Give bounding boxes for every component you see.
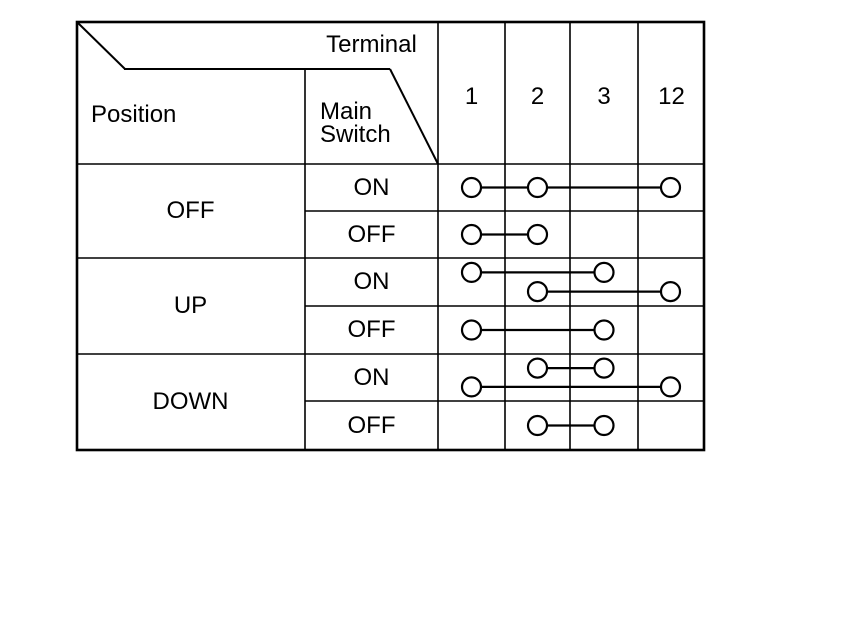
main-switch-header-label: Main Switch — [320, 98, 391, 148]
terminal-column-header-2: 2 — [530, 83, 545, 110]
terminal-circle — [659, 281, 682, 303]
main-switch-cell-down-on: ON — [353, 363, 390, 391]
terminal-circle — [659, 176, 682, 199]
terminal-column-header-12: 12 — [658, 83, 685, 110]
terminal-circle — [526, 223, 549, 246]
terminal-circle — [526, 357, 549, 379]
main-switch-cell-up-on: ON — [353, 268, 390, 295]
terminal-header-label: Terminal — [326, 31, 417, 58]
terminal-column-header-1: 1 — [464, 83, 479, 110]
terminal-circle — [659, 376, 682, 398]
main-switch-cell-off-on: ON — [353, 173, 390, 201]
terminal-circle — [460, 176, 483, 199]
terminal-column-header-3: 3 — [597, 83, 611, 110]
terminal-circle — [460, 261, 483, 283]
terminal-circle — [593, 261, 615, 283]
terminal-circle — [593, 319, 615, 341]
main-switch-cell-up-off: OFF — [347, 316, 396, 343]
header-diagonal-upper — [76, 21, 126, 70]
position-header-label: Position — [91, 101, 177, 128]
table-outer-border — [75, 20, 706, 452]
position-cell-up: UP — [173, 292, 208, 319]
terminal-circle — [526, 414, 549, 437]
header-diagonal-lower — [389, 68, 439, 165]
terminal-circle — [460, 376, 483, 398]
main-switch-cell-down-off: OFF — [347, 411, 396, 439]
position-cell-down: DOWN — [152, 388, 229, 415]
terminal-circle — [526, 281, 549, 303]
position-cell-off: OFF — [166, 197, 215, 224]
main-switch-cell-off-off: OFF — [347, 220, 396, 248]
terminal-circle — [593, 357, 615, 379]
terminal-circle — [460, 319, 483, 341]
terminal-circle — [526, 176, 549, 199]
terminal-circle — [593, 414, 615, 437]
connection-layer — [460, 176, 682, 437]
terminal-circle — [460, 223, 483, 246]
